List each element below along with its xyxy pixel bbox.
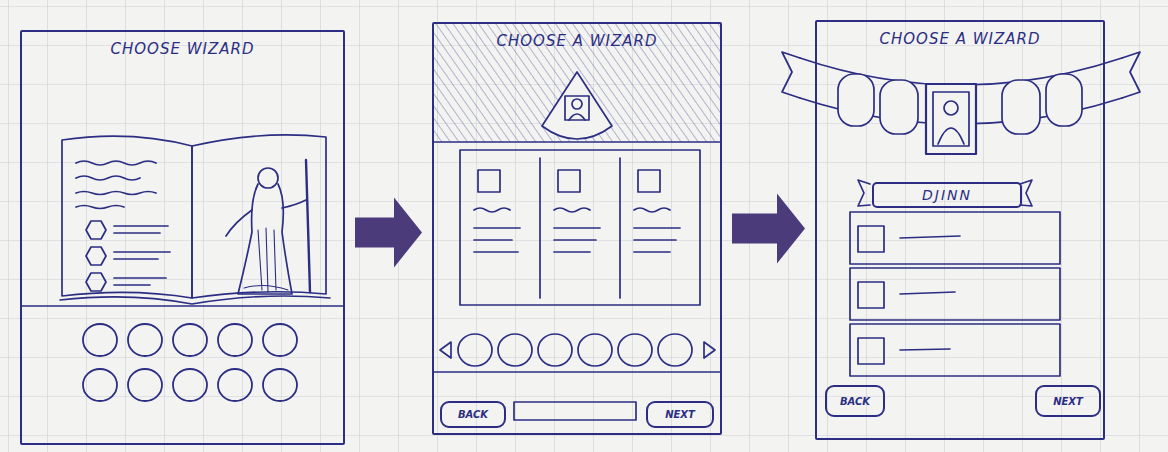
banner-tail <box>858 180 870 206</box>
wizard-oval <box>1002 80 1040 134</box>
spell-row <box>850 212 1060 264</box>
panel-two-sketch <box>434 72 720 420</box>
book-right-page <box>192 135 326 298</box>
book-left-page <box>62 136 192 298</box>
wizard-head <box>258 168 278 188</box>
robe-hatching <box>244 228 288 292</box>
book-base <box>60 296 330 304</box>
skill-hexagon <box>86 221 106 239</box>
spell-scribble <box>900 236 960 350</box>
header-edge <box>434 141 720 143</box>
book-sketch <box>22 135 343 306</box>
content-box <box>460 150 700 305</box>
spell-row <box>850 324 1060 376</box>
text-scribble <box>76 206 124 209</box>
slot-circle <box>263 324 297 356</box>
item-scribble <box>634 208 680 252</box>
button-label: NEXT <box>665 409 695 420</box>
nav-button: BACK <box>440 401 506 428</box>
slot-circle <box>263 369 297 401</box>
wireframe-panel: CHOOSE A WIZARD DJINN BACK NEXT <box>815 20 1105 440</box>
wizard-oval <box>1046 74 1082 126</box>
name-field <box>514 402 636 420</box>
slot-circle <box>458 334 492 366</box>
skill-hexagon <box>86 273 106 291</box>
spell-icon <box>858 338 884 364</box>
nav-button: NEXT <box>1035 385 1101 417</box>
block-arrow-shape <box>355 198 422 268</box>
item-icon <box>478 170 500 192</box>
spell-icon <box>858 226 884 252</box>
spell-row <box>850 268 1060 320</box>
slot-circle <box>498 334 532 366</box>
emblem-shield <box>542 72 612 139</box>
slot-circle <box>578 334 612 366</box>
flow-arrow <box>732 194 805 264</box>
scroll-left-triangle <box>440 342 451 358</box>
button-label: NEXT <box>1053 396 1083 407</box>
footer-edge <box>434 371 720 373</box>
selected-portrait <box>926 84 976 154</box>
slot-circle <box>618 334 652 366</box>
text-scribble <box>76 176 140 180</box>
portrait-head <box>944 101 958 115</box>
screen-title: CHOOSE WIZARD <box>22 40 343 58</box>
spell-icon <box>858 282 884 308</box>
item-scribble <box>554 208 600 252</box>
scroll-right-triangle <box>704 342 715 358</box>
block-arrow-shape <box>732 194 805 264</box>
portrait-frame <box>565 96 589 120</box>
wizard-oval <box>880 80 918 134</box>
flow-arrow <box>355 198 422 268</box>
slot-circle <box>538 334 572 366</box>
column-divider <box>619 158 621 298</box>
skill-lines <box>114 226 170 285</box>
wizard-robe <box>238 184 292 294</box>
portrait-body <box>569 114 585 120</box>
slot-circle <box>128 369 162 401</box>
hatched-header <box>434 24 720 142</box>
screen-title: CHOOSE A WIZARD <box>817 30 1103 48</box>
button-label: BACK <box>458 409 488 420</box>
slot-circle <box>173 324 207 356</box>
ribbon-tail <box>1122 52 1140 98</box>
item-icon <box>638 170 660 192</box>
ribbon-tail <box>782 52 800 98</box>
name-banner: DJINN <box>872 182 1022 208</box>
wizard-slots <box>83 324 297 401</box>
item-scribble <box>474 208 520 252</box>
nav-button: NEXT <box>646 401 714 428</box>
text-scribble <box>76 161 156 165</box>
screen-title: CHOOSE A WIZARD <box>434 32 720 50</box>
item-icon <box>558 170 580 192</box>
slot-circle <box>83 369 117 401</box>
panel-divider <box>22 305 343 307</box>
slot-circle <box>83 324 117 356</box>
slot-circle <box>658 334 692 366</box>
slot-circle <box>128 324 162 356</box>
wizard-oval <box>838 74 874 126</box>
button-label: BACK <box>840 396 870 407</box>
wireframe-panel: CHOOSE WIZARD <box>20 30 345 445</box>
panel-three-sketch <box>782 52 1140 376</box>
text-scribble <box>76 192 156 195</box>
slot-circle <box>173 369 207 401</box>
portrait-head <box>572 99 582 109</box>
slot-circle <box>218 369 252 401</box>
wizard-name: DJINN <box>922 187 972 203</box>
portrait-body <box>938 128 964 144</box>
skill-hexagon <box>86 247 106 265</box>
wireframe-panel: CHOOSE A WIZARD BACK NEXT <box>432 22 722 435</box>
slot-circle <box>218 324 252 356</box>
nav-button: BACK <box>825 385 885 417</box>
wizard-staff <box>306 160 310 292</box>
portrait-inner <box>933 92 969 146</box>
column-divider <box>539 158 541 298</box>
